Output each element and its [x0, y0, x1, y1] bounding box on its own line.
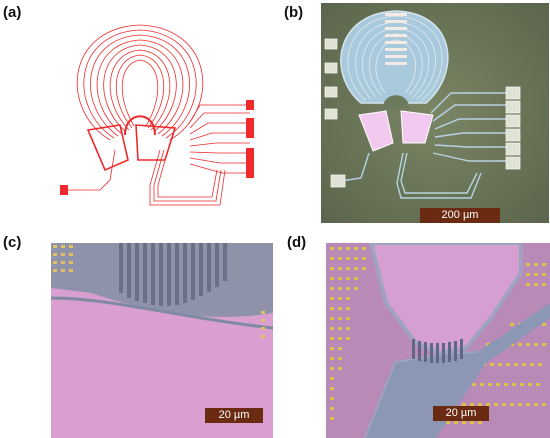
- panel-label-c: (c): [3, 234, 22, 251]
- scale-bar-c: 20 µm: [205, 408, 263, 423]
- scale-bar-d: 20 µm: [433, 406, 489, 421]
- panel-label-d: (d): [287, 234, 307, 251]
- panel-c-micrograph: 20 µm: [51, 243, 273, 438]
- finger-closeup-c: [51, 243, 273, 438]
- device-micrograph: [321, 3, 549, 223]
- layout-schematic: [60, 24, 254, 206]
- panel-label-b: (b): [284, 4, 304, 21]
- finger-closeup-d: [326, 243, 550, 438]
- scale-bar-b: 200 µm: [420, 208, 500, 223]
- panel-a-layout-drawing: [40, 10, 280, 225]
- panel-label-a: (a): [3, 4, 22, 21]
- panel-b-micrograph: 200 µm: [321, 3, 549, 223]
- panel-d-micrograph: 20 µm: [326, 243, 550, 438]
